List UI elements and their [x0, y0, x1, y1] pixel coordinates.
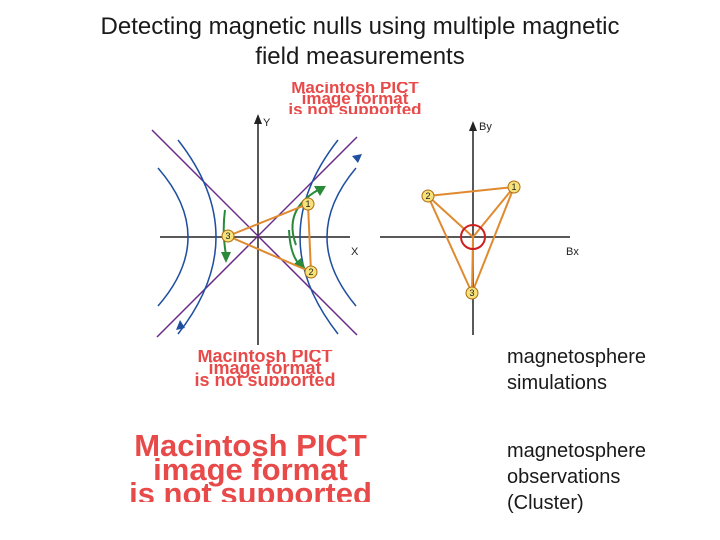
caption-observations-line-2: observations — [507, 466, 621, 488]
left-y-label: Y — [263, 117, 271, 129]
pict-placeholder-bottom: Macintosh PICT image format is not suppo… — [38, 434, 463, 502]
right-spacecraft-1-label: 1 — [511, 182, 516, 192]
field-line-right-inner — [299, 139, 339, 335]
trajectory-arrow-1 — [314, 186, 326, 196]
right-spacecraft-3-marker — [465, 286, 479, 300]
pict-middle-line-3: is not supported — [194, 370, 336, 386]
null-circle — [460, 224, 486, 250]
pict-middle-line-2: image format — [208, 358, 322, 378]
pict-top-line-3: is not supported — [288, 100, 422, 114]
left-panel: Y X 1 2 3 — [151, 114, 362, 345]
caption-observations-line-1: magnetosphere — [507, 440, 646, 462]
title-line-2: field measurements — [255, 43, 465, 70]
right-y-axis-arrow — [469, 121, 477, 131]
left-y-axis-arrow — [254, 114, 262, 124]
trajectory-arrow-2 — [221, 252, 231, 263]
field-arrow-1 — [352, 154, 362, 163]
caption-simulations: magnetosphere simulations — [507, 344, 646, 396]
caption-simulations-line-2: simulations — [507, 372, 608, 394]
trajectory-arrow-3 — [294, 258, 306, 270]
right-spacecraft-2-label: 2 — [425, 191, 430, 201]
left-spacecraft-1-marker — [301, 197, 315, 211]
right-spoke-2 — [427, 195, 474, 238]
right-spacecraft-triangle — [426, 185, 516, 296]
pict-placeholder-top: Macintosh PICT image format is not suppo… — [20, 82, 690, 114]
right-spacecraft-3-label: 3 — [469, 288, 474, 298]
field-line-left-outer — [157, 167, 189, 307]
trajectory-3 — [288, 229, 301, 266]
pict-top-line-2: image format — [301, 89, 409, 108]
left-spacecraft-2-label: 2 — [308, 267, 313, 277]
pict-bottom-line-3: is not supported — [129, 476, 372, 502]
right-x-label: Bx — [566, 246, 579, 258]
left-spacecraft-3-marker — [221, 229, 235, 243]
right-spoke-1 — [472, 186, 515, 238]
field-arrow-2 — [176, 320, 185, 330]
caption-observations-line-3: (Cluster) — [507, 492, 584, 514]
separatrix-2 — [156, 136, 358, 338]
left-spacecraft-triangle — [225, 202, 313, 274]
right-spacecraft-1-marker — [507, 180, 521, 194]
left-spacecraft-2-marker — [304, 265, 318, 279]
pict-bottom-line-2: image format — [153, 452, 348, 487]
pict-middle-line-1: Macintosh PICT — [197, 350, 333, 366]
pict-bottom-line-1: Macintosh PICT — [134, 434, 367, 463]
trajectory-1 — [291, 189, 319, 246]
pict-placeholder-middle: Macintosh PICT image format is not suppo… — [30, 350, 500, 386]
caption-observations: magnetosphere observations (Cluster) — [507, 438, 646, 516]
caption-simulations-line-1: magnetosphere — [507, 346, 646, 368]
separatrix-1 — [151, 129, 358, 336]
left-x-label: X — [351, 246, 359, 258]
pict-top-line-1: Macintosh PICT — [291, 82, 419, 97]
title-line-1: Detecting magnetic nulls using multiple … — [100, 13, 620, 40]
left-spacecraft-3-label: 3 — [225, 231, 230, 241]
left-spacecraft-1-label: 1 — [305, 199, 310, 209]
field-line-left-inner — [177, 139, 217, 335]
right-spoke-3 — [471, 236, 474, 294]
field-line-right-outer — [326, 167, 357, 307]
slide-title: Detecting magnetic nulls using multiple … — [0, 12, 720, 72]
right-y-label: By — [479, 121, 492, 133]
right-panel: By Bx 1 2 3 — [380, 121, 579, 335]
right-spacecraft-2-marker — [421, 189, 435, 203]
